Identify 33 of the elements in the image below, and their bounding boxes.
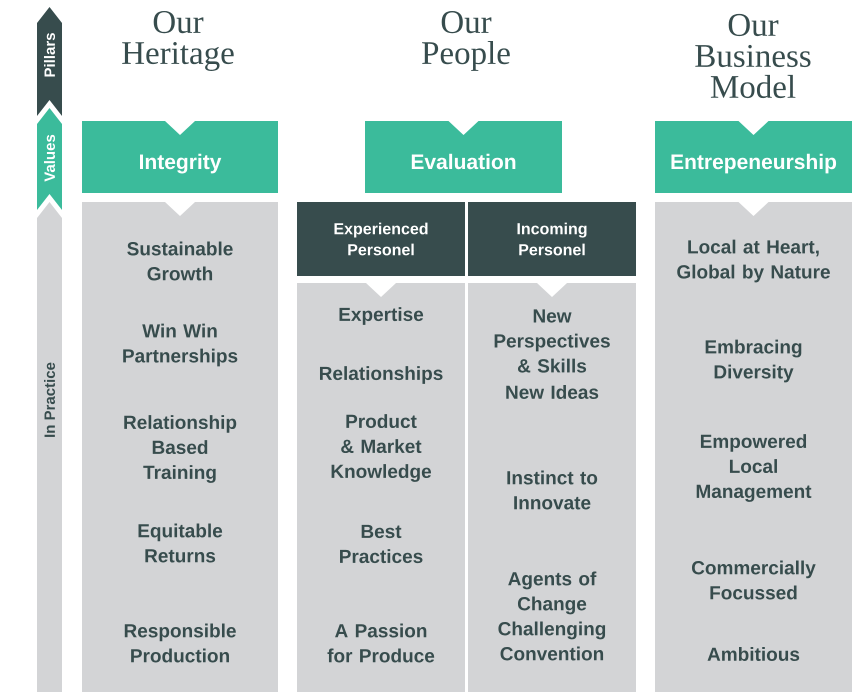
practice-item: Embracing Diversity — [706, 340, 802, 382]
practice-item: Best Practices — [340, 524, 422, 564]
practice-item: Expertise — [340, 307, 424, 325]
practice-panel — [655, 202, 852, 692]
practice-item: A Passion for Produce — [328, 624, 434, 662]
practice-panel — [82, 202, 278, 692]
practice-item: Local at Heart, Global by Nature — [677, 240, 830, 282]
practice-item: Responsible Production — [124, 624, 236, 662]
practice-item: Relationships — [320, 366, 443, 384]
practice-item: New Ideas — [506, 385, 598, 399]
practice-item: Agents of Change Challenging Convention — [498, 572, 606, 660]
practice-item: Relationship Based Training — [124, 415, 236, 483]
practice-item: Win Win Partnerships — [123, 324, 238, 366]
practice-item: Product & Market Knowledge — [332, 414, 432, 482]
practice-item: Empowered Local Management — [696, 434, 812, 502]
practice-panel — [468, 283, 636, 692]
practice-panel — [297, 283, 465, 692]
practice-item: New Perspectives & Skills — [494, 309, 610, 373]
practice-band: In Practice — [37, 202, 62, 692]
value-box: Entrepeneurship — [655, 121, 852, 193]
value-box: Evaluation — [365, 121, 562, 193]
column-header: Experienced Personel — [297, 202, 465, 276]
values-band: Values — [37, 108, 62, 210]
practice-item: Instinct to Innovate — [507, 470, 598, 510]
pillars-band: Pillars — [37, 7, 62, 116]
practice-item: Sustainable Growth — [127, 242, 233, 280]
pillar-title: Our Heritage — [122, 11, 234, 71]
pillar-title: Our People — [422, 11, 510, 71]
practice-item: Ambitious — [708, 647, 800, 661]
value-box: Integrity — [82, 121, 278, 193]
practice-item: Equitable Returns — [138, 524, 222, 562]
practice-item: Commercially Focussed — [692, 560, 816, 600]
column-header: Incoming Personel — [468, 202, 636, 276]
